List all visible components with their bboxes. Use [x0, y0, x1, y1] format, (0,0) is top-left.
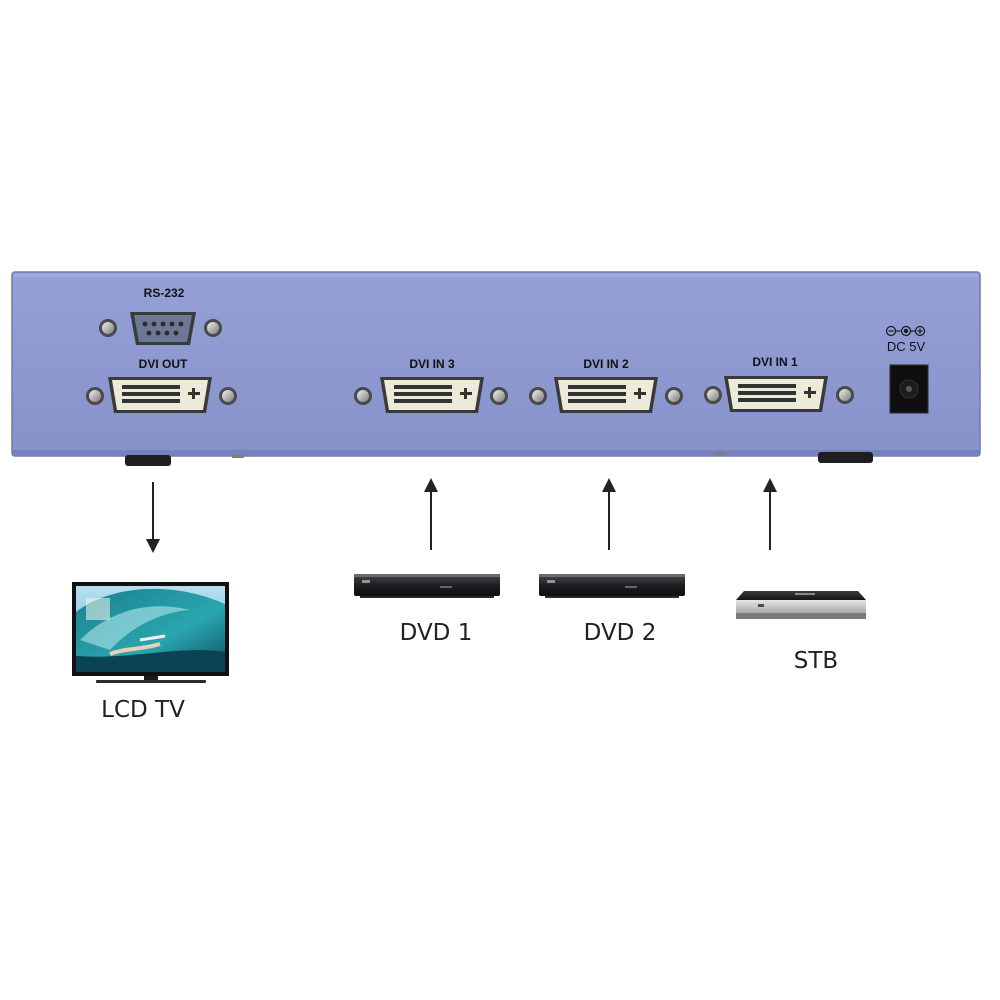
stb-label: STB [794, 648, 838, 674]
dvd-2-label: DVD 2 [584, 620, 657, 646]
dvd-1-label: DVD 1 [400, 620, 473, 646]
screw-icon [836, 386, 854, 404]
dc-power-label: DC 5V [887, 339, 926, 354]
dvi-out-label: DVI OUT [139, 357, 188, 371]
dvi-in-2-port[interactable] [554, 377, 658, 413]
dvd-player-icon [354, 574, 500, 598]
rubber-foot-right [818, 452, 873, 463]
rubber-foot-left [125, 455, 171, 466]
screw-icon [529, 387, 547, 405]
lcd-tv-icon [72, 582, 229, 683]
screw-icon [99, 319, 117, 337]
screw-icon [86, 387, 104, 405]
dc-power-jack[interactable] [889, 364, 929, 414]
rs232-label: RS-232 [144, 286, 185, 300]
screw-icon [204, 319, 222, 337]
screw-icon [490, 387, 508, 405]
chassis-tab-left [232, 455, 244, 458]
screw-icon [665, 387, 683, 405]
screw-icon [219, 387, 237, 405]
lcd-tv-label: LCD TV [101, 697, 185, 723]
dvi-in-3-port[interactable] [380, 377, 484, 413]
dvi-in-3-label: DVI IN 3 [409, 357, 455, 371]
screw-icon [354, 387, 372, 405]
screw-icon [704, 386, 722, 404]
dc-polarity-icon [885, 325, 926, 337]
dvd-player-icon [539, 574, 685, 598]
chassis-tab-right [714, 452, 726, 455]
dvi-in-1-label: DVI IN 1 [752, 355, 798, 369]
dvi-in-1-port[interactable] [724, 376, 828, 412]
dvi-out-port[interactable] [108, 377, 212, 413]
set-top-box-icon [736, 591, 866, 619]
rs232-port[interactable] [99, 312, 222, 345]
dvi-in-2-label: DVI IN 2 [583, 357, 629, 371]
